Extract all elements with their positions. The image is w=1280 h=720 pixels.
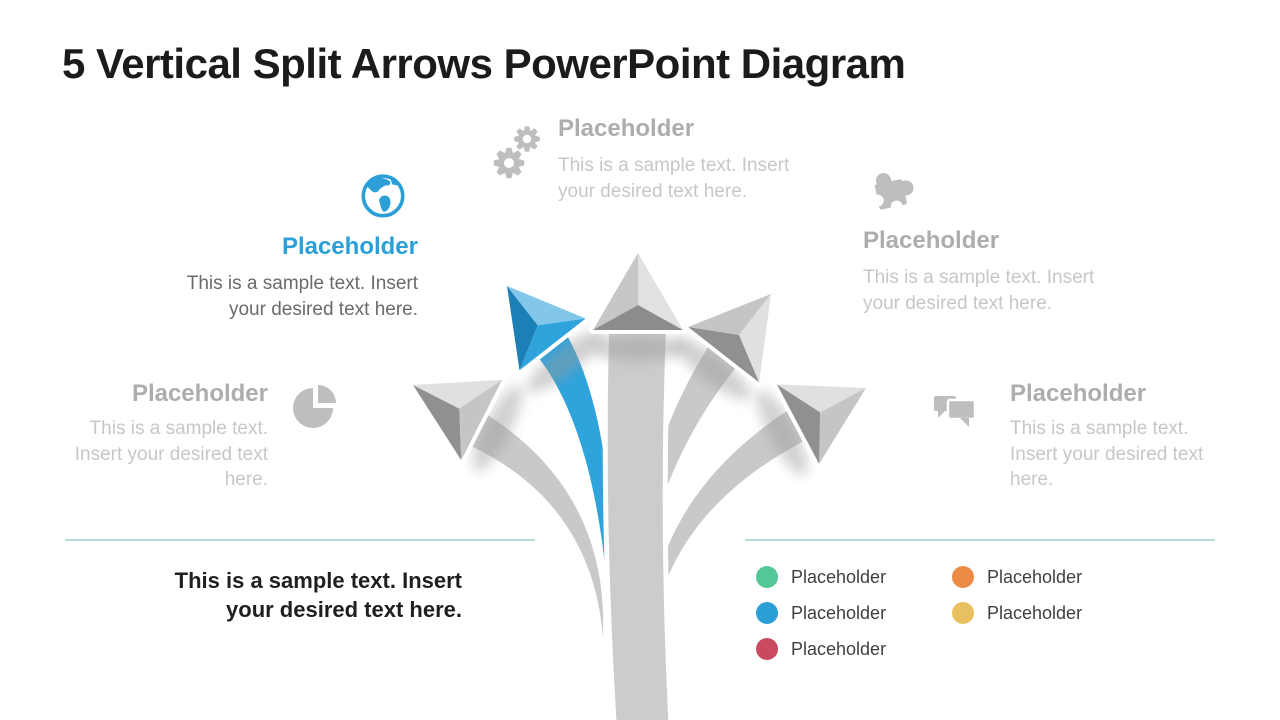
legend-dot: [756, 566, 778, 588]
legend-item: Placeholder: [756, 638, 928, 660]
block-heading: Placeholder: [281, 233, 418, 260]
block-body: This is a sample text. Insert your desir…: [1010, 418, 1204, 491]
puzzle-icon: [871, 173, 914, 213]
legend-label: Placeholder: [791, 602, 887, 623]
block-middle-right: Placeholder This is a sample text. Inser…: [1010, 380, 1225, 493]
legend-dot: [952, 602, 974, 624]
legend-label: Placeholder: [987, 566, 1083, 587]
block-middle-left: Placeholder This is a sample text. Inser…: [56, 380, 268, 493]
block-body: This is a sample text. Insert your desir…: [74, 418, 268, 491]
block-heading: Placeholder: [131, 380, 268, 407]
block-body: This is a sample text. Insert your desir…: [558, 155, 790, 202]
block-upper-right: Placeholder This is a sample text. Inser…: [863, 162, 1133, 316]
legend-item: Placeholder: [952, 602, 1124, 624]
legend-column-2: Placeholder Placeholder: [952, 566, 1124, 660]
divider-right: [745, 539, 1215, 541]
block-heading: Placeholder: [863, 227, 1000, 254]
block-heading: Placeholder: [1010, 380, 1147, 407]
block-body: This is a sample text. Insert your desir…: [863, 267, 1095, 314]
pie-chart-icon: [293, 385, 336, 428]
footer-note: This is a sample text. Insert your desir…: [174, 568, 462, 623]
legend-column-1: Placeholder Placeholder Placeholder: [756, 566, 928, 660]
legend-dot: [952, 566, 974, 588]
block-heading: Placeholder: [558, 115, 695, 142]
chat-icon: [934, 396, 977, 427]
legend-item: Placeholder: [952, 566, 1124, 588]
block-body: This is a sample text. Insert your desir…: [186, 273, 418, 320]
legend-label: Placeholder: [987, 602, 1083, 623]
legend-label: Placeholder: [791, 638, 887, 659]
legend-dot: [756, 638, 778, 660]
divider-left: [65, 539, 535, 541]
legend: Placeholder Placeholder Placeholder Plac…: [756, 566, 1124, 660]
block-top-center: Placeholder This is a sample text. Inser…: [492, 115, 844, 204]
globe-icon: [361, 174, 405, 218]
legend-dot: [756, 602, 778, 624]
block-upper-left: Placeholder This is a sample text. Inser…: [153, 170, 418, 322]
page-title: 5 Vertical Split Arrows PowerPoint Diagr…: [62, 40, 906, 87]
legend-label: Placeholder: [791, 566, 887, 587]
legend-item: Placeholder: [756, 566, 928, 588]
legend-item: Placeholder: [756, 602, 928, 624]
gears-icon: [493, 126, 540, 179]
